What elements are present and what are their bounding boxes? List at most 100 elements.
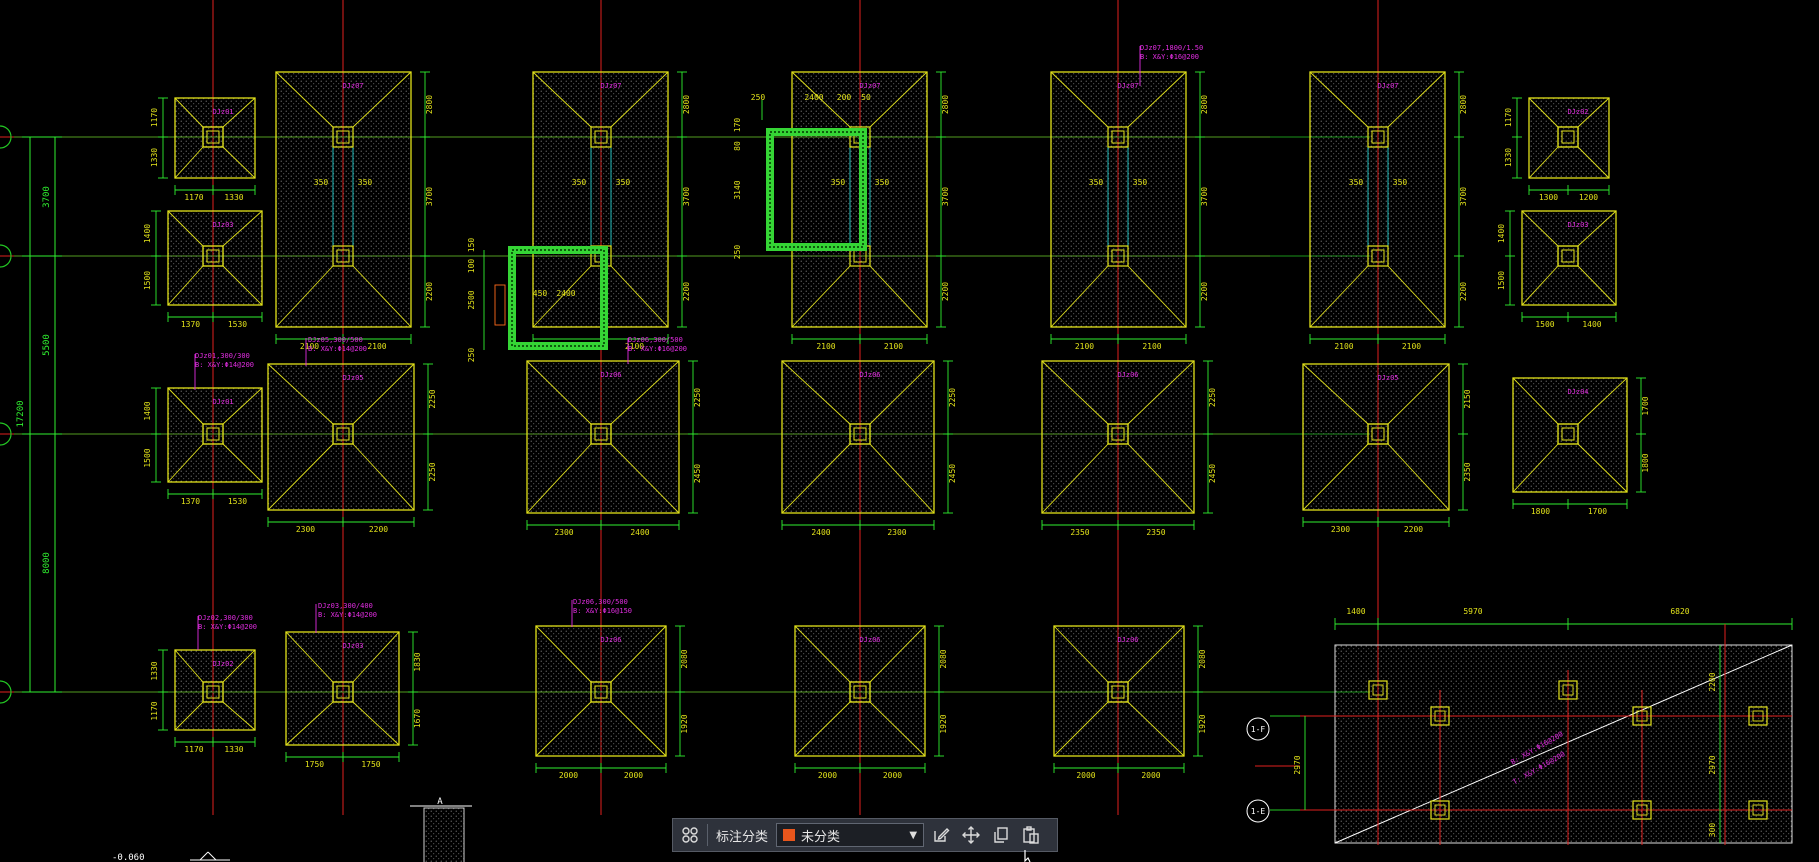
footing-hip-line	[526, 443, 592, 514]
move-icon[interactable]	[958, 822, 984, 848]
column-outline	[1632, 800, 1652, 820]
grid-icon[interactable]	[677, 822, 703, 848]
pit-dimension-text: 200	[837, 93, 852, 102]
column-core	[1561, 427, 1575, 441]
dimension-text: 1800	[1531, 507, 1550, 516]
footing-label: DJz06	[1117, 636, 1138, 644]
footing-hip-line	[352, 71, 412, 128]
dimension-text: 1670	[413, 709, 422, 728]
column-outline	[1557, 423, 1579, 445]
footing-hip-line	[791, 71, 851, 128]
column-core	[1434, 710, 1446, 722]
dimension-text: 1400	[1497, 224, 1506, 243]
column-outline	[332, 245, 354, 267]
footing-hip-line	[1512, 377, 1559, 425]
copy-icon[interactable]	[988, 822, 1014, 848]
column-outline	[1107, 423, 1129, 445]
dimension-text: 2350	[1070, 528, 1089, 537]
section-pile	[423, 807, 465, 862]
footing-label: DJz06	[859, 636, 880, 644]
dimension-text: 1300	[1539, 193, 1558, 202]
dimension-text: 1330	[150, 661, 159, 680]
footing-hip-line	[869, 360, 935, 425]
footing-outline	[285, 631, 400, 746]
pit-wall	[766, 128, 867, 251]
footing-hip-line	[222, 443, 263, 483]
footing-outline	[1050, 71, 1187, 328]
dimension-text: 8000	[42, 552, 52, 574]
footing-label: DJz06	[600, 371, 621, 379]
column-outline	[202, 245, 224, 267]
paste-icon[interactable]	[1018, 822, 1044, 848]
footing-label: DJz07	[600, 82, 621, 90]
dimension-text: 3700	[42, 186, 52, 208]
footing-hip-line	[174, 97, 204, 128]
column-core	[1372, 684, 1384, 696]
footing-hip-line	[1577, 146, 1610, 179]
footing-hip-line	[610, 71, 669, 128]
column-core	[1371, 249, 1385, 263]
footing-hip-line	[532, 71, 592, 128]
axis-bubble	[0, 680, 12, 704]
footing-hip-line	[1127, 265, 1187, 328]
elevator-pit	[766, 128, 867, 251]
dimension-text: 2350	[1463, 462, 1472, 481]
dimension-text: 1400	[143, 401, 152, 420]
section-mark-layer: A-0.060	[112, 797, 472, 862]
footing-hip-line	[267, 443, 334, 511]
footing-hip-line	[1512, 443, 1559, 493]
footing-label: DJz01	[212, 108, 233, 116]
footing-hip-line	[352, 701, 400, 746]
dimension-text: 2300	[887, 528, 906, 537]
dimension-text: 2100	[367, 342, 386, 351]
mouse-cursor-icon	[1024, 850, 1031, 862]
category-dropdown[interactable]: 未分类 ▼	[776, 823, 925, 847]
footing-outline	[1309, 71, 1446, 328]
footing-hip-line	[1387, 265, 1446, 328]
footing-hip-line	[352, 631, 400, 683]
annotation-text: B: X&Y:Φ14@200	[318, 611, 377, 619]
dimension-text: 17200	[16, 400, 26, 427]
footing-label: DJz07	[1117, 82, 1138, 90]
annotation-text: B: X&Y:Φ16@200	[1140, 53, 1199, 61]
dimension-text: 1330	[224, 745, 243, 754]
dimension-text: 2450	[948, 464, 957, 483]
footing-hip-line	[532, 265, 592, 328]
dimension-text: 2450	[693, 464, 702, 483]
elevation-marker	[199, 851, 209, 861]
footing-hip-line	[1387, 363, 1450, 425]
footing-hip-line	[1127, 701, 1185, 757]
beam-dim-text: 350	[831, 178, 846, 187]
edit-icon[interactable]	[928, 822, 954, 848]
elevation-marker	[207, 851, 217, 861]
dimension-text: 1700	[1641, 396, 1650, 415]
pit-dimension-text: 150	[467, 238, 476, 253]
dimension-text: 1370	[181, 497, 200, 506]
footing-outline	[1041, 360, 1195, 514]
column-outline	[849, 681, 871, 703]
footing-hip-line	[285, 631, 334, 683]
dimension-text: 2200	[682, 282, 691, 301]
dimension-text: 2200	[1200, 282, 1209, 301]
dimension-text: 2800	[1200, 95, 1209, 114]
dimension-text: 1920	[680, 714, 689, 733]
footing-hip-line	[869, 265, 928, 328]
footing-label: DJz06	[1117, 371, 1138, 379]
column-outline	[849, 423, 871, 445]
dimension-text: 2800	[682, 95, 691, 114]
dimension-text: 1920	[1198, 714, 1207, 733]
dimension-text: 1830	[413, 652, 422, 671]
dimension-text: 2250	[693, 388, 702, 407]
beam-dim-text: 350	[572, 178, 587, 187]
pit-dimension-text: 2400	[556, 289, 575, 298]
footing-hip-line	[610, 701, 667, 757]
dimension-text: 1750	[305, 760, 324, 769]
pit-dimension-text: 170	[733, 118, 742, 133]
